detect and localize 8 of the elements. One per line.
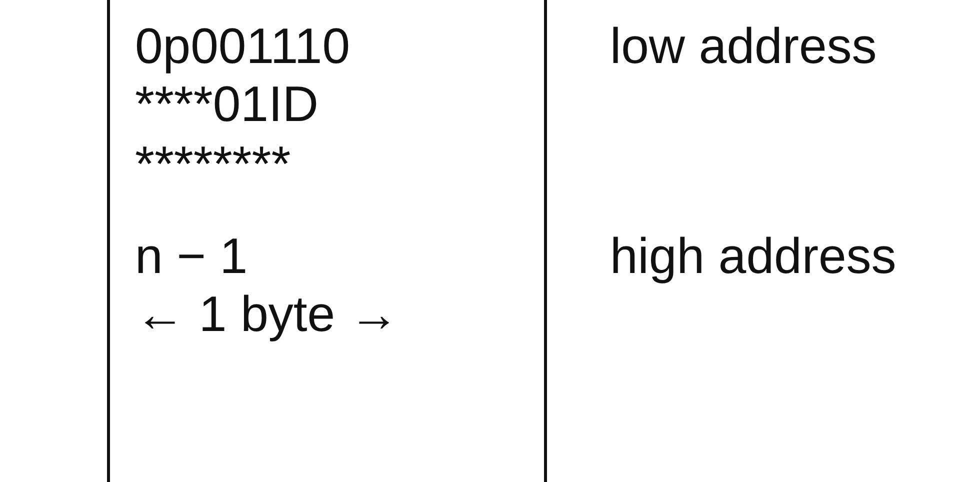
address-label: high address xyxy=(610,228,896,284)
memory-field-text: ← 1 byte → xyxy=(135,286,399,342)
memory-field-text: ******** xyxy=(135,136,291,192)
memory-column xyxy=(107,0,547,482)
memory-field-text: n − 1 xyxy=(135,228,248,284)
address-label: low address xyxy=(610,18,877,74)
memory-field-text: 0p001110 xyxy=(135,18,350,74)
memory-field-text: ****01ID xyxy=(135,76,318,132)
